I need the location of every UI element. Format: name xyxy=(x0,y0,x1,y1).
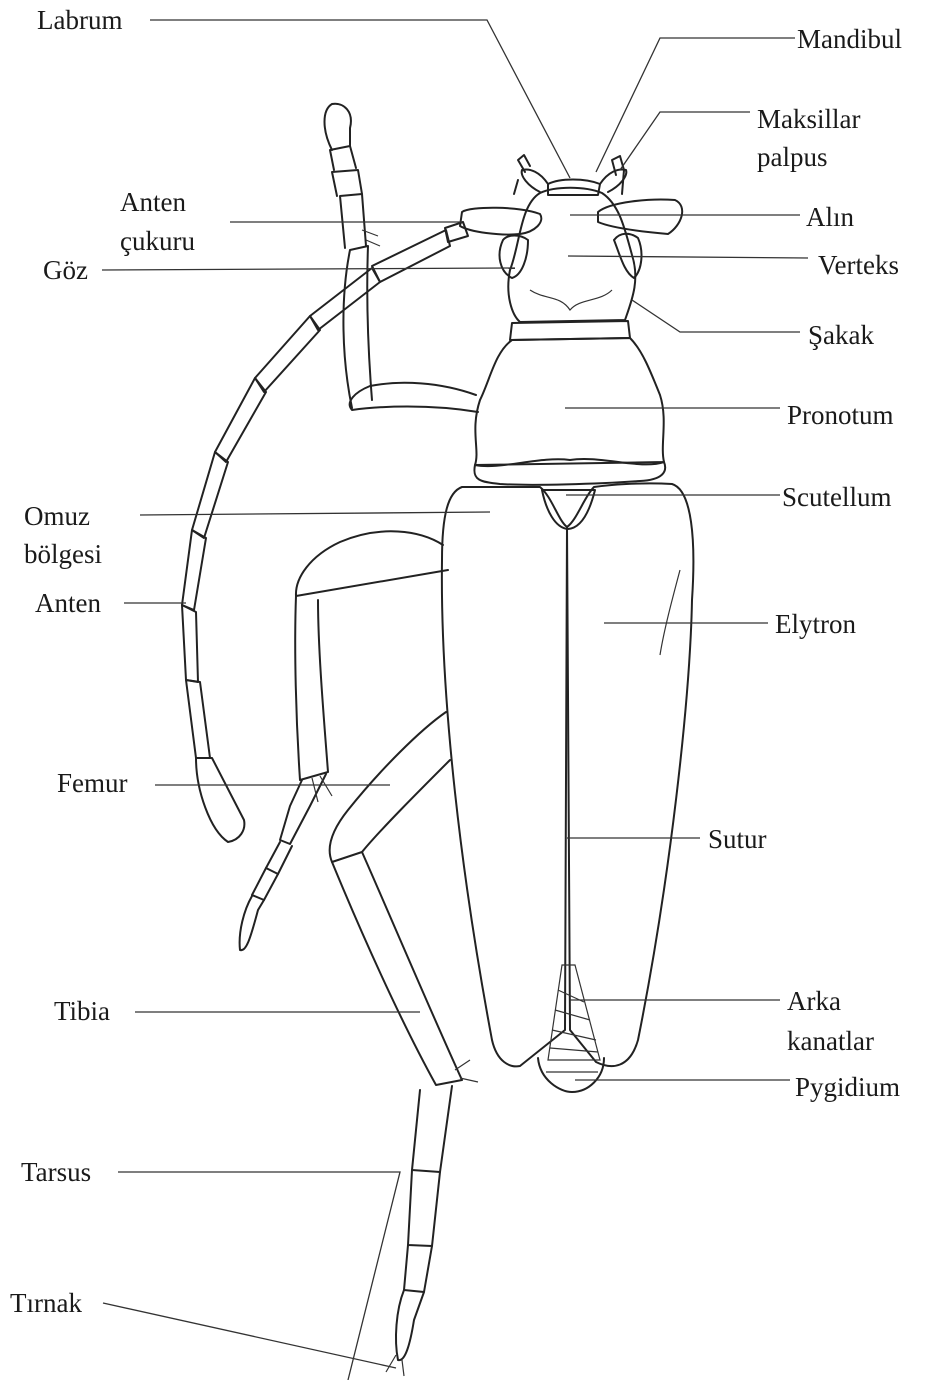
label-anten-cukuru-line2: çukuru xyxy=(120,226,195,256)
label-tibia: Tibia xyxy=(54,996,110,1026)
label-elytron: Elytron xyxy=(775,609,856,639)
hind-wings xyxy=(548,965,600,1060)
label-pygidium: Pygidium xyxy=(795,1072,900,1102)
label-alin: Alın xyxy=(806,202,855,232)
elytra xyxy=(442,483,694,1066)
leader-labrum xyxy=(150,20,570,178)
label-labrum: Labrum xyxy=(37,5,122,35)
label-arka-kanatlar-line2: kanatlar xyxy=(787,1026,874,1056)
label-verteks: Verteks xyxy=(818,250,899,280)
label-maksillar-line1: Maksillar xyxy=(757,104,860,134)
label-anten: Anten xyxy=(35,588,101,618)
label-femur: Femur xyxy=(57,768,128,798)
beetle-illustration xyxy=(182,104,693,1376)
label-tarsus: Tarsus xyxy=(21,1157,91,1187)
label-sutur: Sutur xyxy=(708,824,767,854)
label-sakak: Şakak xyxy=(808,320,874,350)
labels: Labrum Mandibul Maksillar palpus Anten ç… xyxy=(10,5,902,1318)
leader-verteks xyxy=(568,256,808,258)
head xyxy=(460,155,682,322)
thorax xyxy=(474,321,665,485)
leader-omuz xyxy=(140,512,490,515)
leader-maksillar xyxy=(620,112,750,170)
elytron-rib-right xyxy=(660,570,680,655)
pronotum-shape xyxy=(475,338,664,465)
label-goz: Göz xyxy=(43,255,88,285)
middle-leg xyxy=(240,531,448,950)
leader-goz xyxy=(102,268,515,270)
label-tirnak: Tırnak xyxy=(10,1288,82,1318)
label-mandibul: Mandibul xyxy=(797,24,902,54)
mandible-left xyxy=(522,170,548,192)
label-anten-cukuru-line1: Anten xyxy=(120,187,186,217)
leader-tarsus xyxy=(118,1172,400,1380)
leader-tirnak xyxy=(103,1303,396,1368)
antenna-socket-left xyxy=(460,208,541,235)
label-maksillar-line2: palpus xyxy=(757,142,828,172)
elytron-left xyxy=(442,487,567,1066)
antenna xyxy=(182,222,468,842)
label-arka-kanatlar-line1: Arka xyxy=(787,986,841,1016)
antenna-socket-right xyxy=(598,200,682,235)
hind-leg xyxy=(330,712,478,1376)
label-pronotum: Pronotum xyxy=(787,400,894,430)
elytron-right xyxy=(567,483,693,1066)
abdomen-tip xyxy=(538,965,604,1092)
label-omuz-line2: bölgesi xyxy=(24,539,102,569)
pygidium-shape xyxy=(538,1058,604,1092)
leader-sakak xyxy=(632,300,800,332)
front-leg xyxy=(325,104,479,412)
label-omuz-line1: Omuz xyxy=(24,501,90,531)
pronotum-collar xyxy=(510,321,630,340)
label-scutellum: Scutellum xyxy=(782,482,892,512)
